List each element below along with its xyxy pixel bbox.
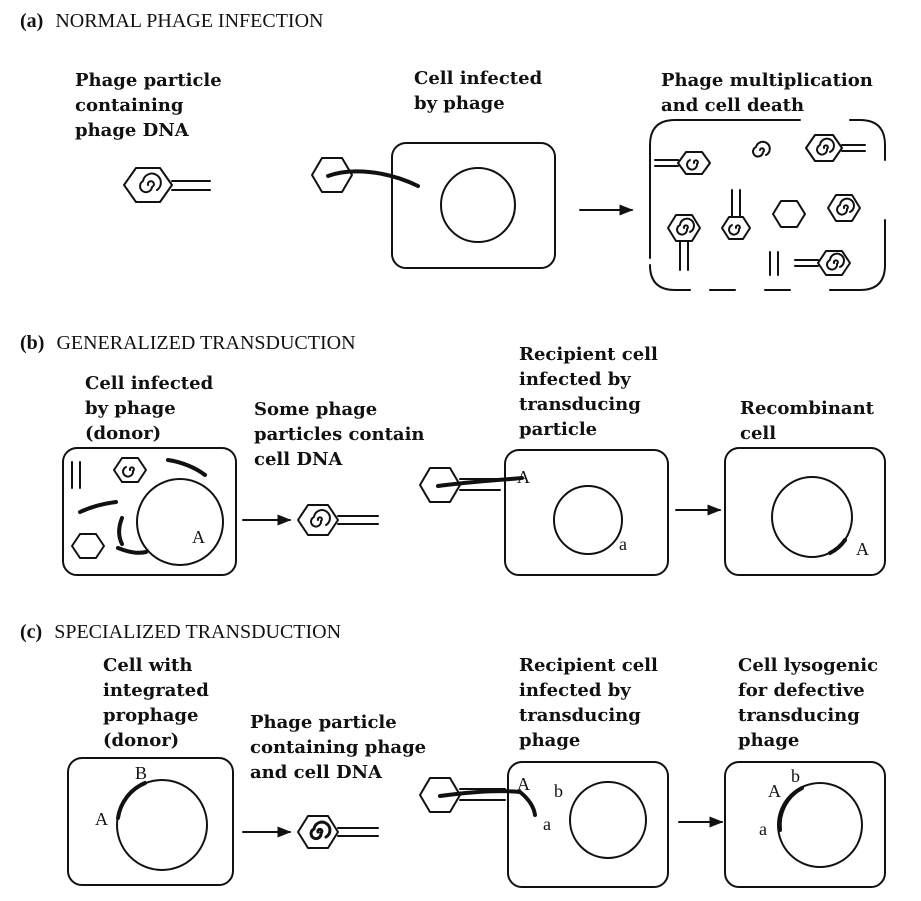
caption-line: Recipient cell [519, 344, 658, 365]
caption-donor-cell: Cell infected by phage (donor) [85, 373, 214, 444]
panel-a-heading: NORMAL PHAGE INFECTION [55, 10, 323, 32]
caption-line: transducing [738, 705, 860, 726]
caption-line: containing phage [250, 737, 426, 758]
gene-label-A: A [768, 781, 781, 801]
caption-line: cell DNA [254, 449, 343, 470]
specialized-particle-icon [297, 815, 379, 849]
caption-phage-particle-c: Phage particle containing phage and cell… [250, 712, 426, 783]
gene-label-A: A [517, 467, 530, 487]
caption-line: phage [519, 730, 580, 751]
recipient-cell-icon: A a [419, 449, 669, 576]
caption-line: (donor) [103, 730, 179, 751]
caption-line: particles contain [254, 424, 425, 445]
panel-c-letter: (c) [20, 621, 42, 643]
gene-label-b: b [791, 766, 800, 786]
caption-line: by phage [85, 398, 176, 419]
caption-recipient-cell-c: Recipient cell infected by transducing p… [519, 655, 658, 751]
panel-b: (b) GENERALIZED TRANSDUCTION Cell infect… [20, 332, 886, 576]
transducing-particle-icon [297, 504, 379, 536]
caption-prophage-donor: Cell with integrated prophage (donor) [103, 655, 209, 751]
caption-line: Phage particle [75, 70, 222, 91]
caption-line: Phage particle [250, 712, 397, 733]
caption-line: particle [519, 419, 597, 440]
panel-c-title: (c) SPECIALIZED TRANSDUCTION [20, 621, 341, 643]
caption-line: phage [738, 730, 799, 751]
caption-line: prophage [103, 705, 198, 726]
caption-line: by phage [414, 93, 505, 114]
caption-line: transducing [519, 394, 641, 415]
caption-line: Cell infected [414, 68, 543, 89]
caption-phage-particle: Phage particle containing phage DNA [75, 70, 222, 141]
gene-label-A: A [95, 809, 108, 829]
caption-line: infected by [519, 680, 631, 701]
gene-label-a: a [543, 814, 551, 834]
prophage-donor-cell-icon: B A [67, 757, 234, 886]
lysing-cell-icon [649, 119, 886, 291]
caption-infected-cell: Cell infected by phage [414, 68, 543, 114]
phage-particle-icon [123, 167, 211, 203]
gene-label-a: a [619, 534, 627, 554]
caption-lysogenic-cell: Cell lysogenic for defective transducing… [738, 655, 878, 751]
caption-line: for defective [738, 680, 865, 701]
panel-b-letter: (b) [20, 332, 44, 354]
panel-c-heading: SPECIALIZED TRANSDUCTION [54, 621, 341, 643]
donor-cell-icon: A [62, 447, 237, 576]
caption-line: Cell with [103, 655, 192, 676]
caption-line: cell [740, 423, 776, 444]
gene-label-A: A [517, 774, 530, 794]
caption-some-phage: Some phage particles contain cell DNA [254, 399, 425, 470]
recombinant-cell-icon: A [724, 447, 886, 576]
gene-label-a: a [759, 819, 767, 839]
lysogenic-cell-icon: A b a [724, 761, 886, 888]
caption-line: containing [75, 95, 184, 116]
caption-line: Cell infected [85, 373, 214, 394]
caption-line: integrated [103, 680, 209, 701]
caption-line: Recombinant [740, 398, 875, 419]
caption-line: Phage multiplication [661, 70, 873, 91]
caption-line: and cell DNA [250, 762, 383, 783]
panel-c: (c) SPECIALIZED TRANSDUCTION Cell with i… [20, 621, 886, 888]
caption-line: infected by [519, 369, 631, 390]
panel-b-title: (b) GENERALIZED TRANSDUCTION [20, 332, 356, 354]
panel-a-letter: (a) [20, 10, 43, 32]
caption-line: and cell death [661, 95, 804, 116]
panel-b-heading: GENERALIZED TRANSDUCTION [56, 332, 355, 354]
caption-phage-multiplication: Phage multiplication and cell death [661, 70, 873, 116]
panel-a: (a) NORMAL PHAGE INFECTION Phage particl… [20, 10, 886, 291]
caption-line: Cell lysogenic [738, 655, 878, 676]
panel-a-title: (a) NORMAL PHAGE INFECTION [20, 10, 323, 32]
caption-recombinant-cell: Recombinant cell [740, 398, 875, 444]
caption-line: phage DNA [75, 120, 190, 141]
caption-line: Recipient cell [519, 655, 658, 676]
gene-label-A: A [856, 539, 869, 559]
caption-line: (donor) [85, 423, 161, 444]
gene-label-B: B [135, 763, 147, 783]
infected-cell-icon [311, 142, 556, 269]
gene-label-b: b [554, 781, 563, 801]
caption-line: Some phage [254, 399, 377, 420]
caption-line: transducing [519, 705, 641, 726]
caption-recipient-cell: Recipient cell infected by transducing p… [519, 344, 658, 440]
gene-label-A: A [192, 527, 205, 547]
recipient-cell-c-icon: A b a [419, 761, 669, 888]
